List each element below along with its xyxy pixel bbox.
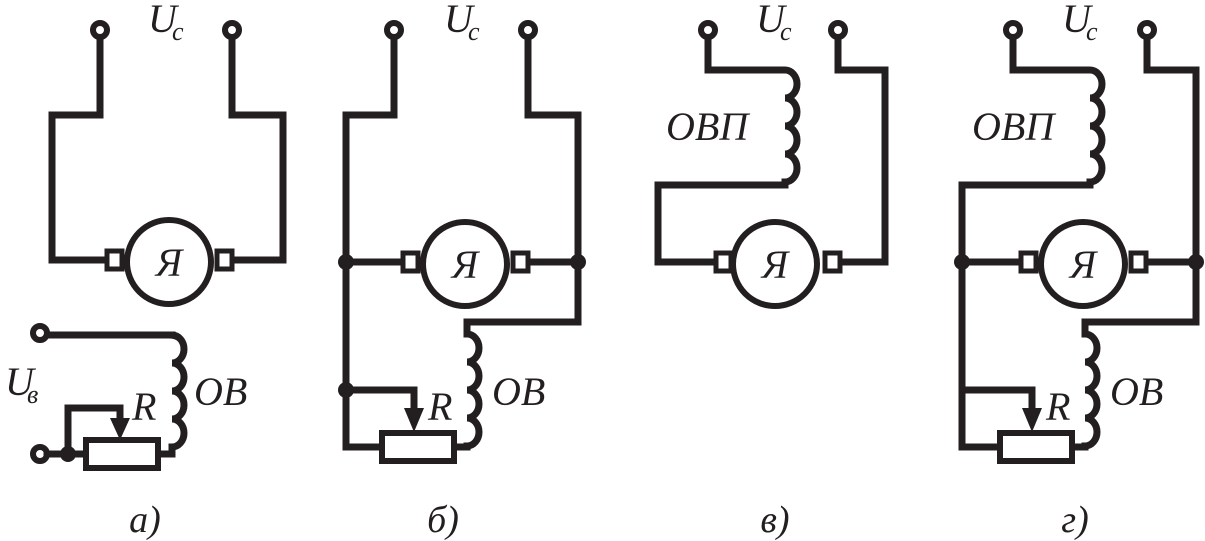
scheme-b-wire-right	[463, 28, 582, 326]
scheme-a-wire-right	[226, 28, 287, 264]
scheme-a-armature-label: Я	[154, 240, 185, 285]
scheme-v-brush-right	[822, 250, 843, 274]
scheme-v-armature	[730, 219, 820, 309]
scheme-a-brush-left	[104, 248, 125, 272]
scheme-g-rheostat-label: R	[1045, 384, 1070, 429]
scheme-a-wire-left	[48, 28, 112, 264]
scheme-g-supply-voltage-subscript: c	[1086, 17, 1098, 46]
scheme-a-node	[60, 446, 76, 462]
scheme-g-rheostat	[997, 430, 1075, 464]
scheme-g-field-winding-label: ОВ	[1110, 369, 1163, 414]
scheme-b-caption: б)	[427, 499, 459, 541]
scheme-v-brush-left	[713, 250, 734, 274]
scheme-b-armature	[420, 219, 510, 309]
scheme-v-terminal-right	[828, 20, 848, 40]
scheme-g-rheostat-bypass	[958, 386, 1036, 414]
scheme-v-series-coil	[654, 28, 801, 266]
scheme-g-node-armature-right	[1188, 254, 1204, 270]
scheme-v-supply-voltage-label: U	[756, 0, 788, 41]
scheme-b-rheostat-arrow	[404, 408, 424, 432]
scheme-v-series-winding-label: ОВП	[666, 104, 750, 149]
scheme-a-excitation-voltage-subscript: в	[27, 380, 38, 409]
scheme-a-caption: а)	[129, 499, 161, 541]
scheme-b-rheostat	[379, 430, 457, 464]
scheme-a-terminal-excitation-top	[30, 323, 50, 343]
scheme-b-wire-left	[342, 28, 398, 451]
scheme-a-field-coil	[154, 331, 188, 458]
scheme-a-excitation-voltage-label: U	[5, 359, 37, 404]
scheme-b-terminal-right	[518, 20, 538, 40]
scheme-b-field-winding-label: ОВ	[492, 369, 545, 414]
scheme-a-field-winding-label: ОВ	[194, 369, 247, 414]
scheme-b-rheostat-bypass	[342, 386, 418, 414]
scheme-a-terminal-right	[222, 20, 242, 40]
scheme-a-rheostat-bypass	[64, 404, 124, 458]
scheme-v-terminal-left	[698, 20, 718, 40]
scheme-b-brush-right	[510, 250, 531, 274]
scheme-b-field-coil	[450, 318, 483, 451]
scheme-g-series-winding-label: ОВП	[972, 104, 1056, 149]
scheme-a: U c Я U в R ОВ а)	[5, 0, 287, 541]
scheme-a-rheostat-label: R	[131, 384, 156, 429]
scheme-v-caption: в)	[760, 499, 789, 541]
scheme-g-brush-left	[1018, 250, 1039, 274]
scheme-g-field-coil	[1068, 318, 1101, 451]
scheme-v: U c ОВП Я в)	[654, 0, 889, 541]
scheme-g-terminal-left	[1003, 20, 1023, 40]
scheme-g-series-coil	[958, 28, 1106, 451]
scheme-v-wire-right	[830, 28, 889, 266]
scheme-g-rheostat-arrow	[1022, 408, 1042, 432]
scheme-g-brush-right	[1128, 250, 1149, 274]
scheme-a-armature	[124, 217, 214, 307]
scheme-b-supply-voltage-label: U	[444, 0, 476, 41]
scheme-b-supply-voltage-subscript: c	[468, 17, 480, 46]
scheme-b-terminal-left	[384, 20, 404, 40]
scheme-g-wire-right	[1081, 28, 1200, 326]
scheme-a-rheostat	[83, 437, 161, 471]
scheme-g: U c ОВП Я R ОВ г)	[954, 0, 1204, 541]
scheme-v-supply-voltage-subscript: c	[780, 17, 792, 46]
scheme-v-armature-label: Я	[760, 242, 791, 287]
scheme-g-supply-voltage-label: U	[1062, 0, 1094, 41]
scheme-a-brush-right	[214, 248, 235, 272]
scheme-a-rheostat-arrow	[110, 418, 130, 440]
scheme-b-brush-left	[400, 250, 421, 274]
scheme-g-terminal-right	[1137, 20, 1157, 40]
scheme-a-terminal-left	[90, 20, 110, 40]
scheme-g-armature	[1038, 219, 1128, 309]
scheme-b-node-armature-right	[570, 254, 586, 270]
scheme-b-armature-label: Я	[450, 242, 481, 287]
scheme-b: U c Я R ОВ б)	[338, 0, 586, 541]
scheme-g-armature-label: Я	[1068, 242, 1099, 287]
scheme-b-rheostat-label: R	[427, 384, 452, 429]
scheme-a-supply-voltage-subscript: c	[172, 17, 184, 46]
scheme-b-node-armature-left	[338, 254, 354, 270]
scheme-g-caption: г)	[1061, 499, 1088, 541]
scheme-a-supply-voltage-label: U	[148, 0, 180, 41]
scheme-g-node-armature-left	[954, 254, 970, 270]
scheme-b-node-rheostat	[338, 382, 354, 398]
